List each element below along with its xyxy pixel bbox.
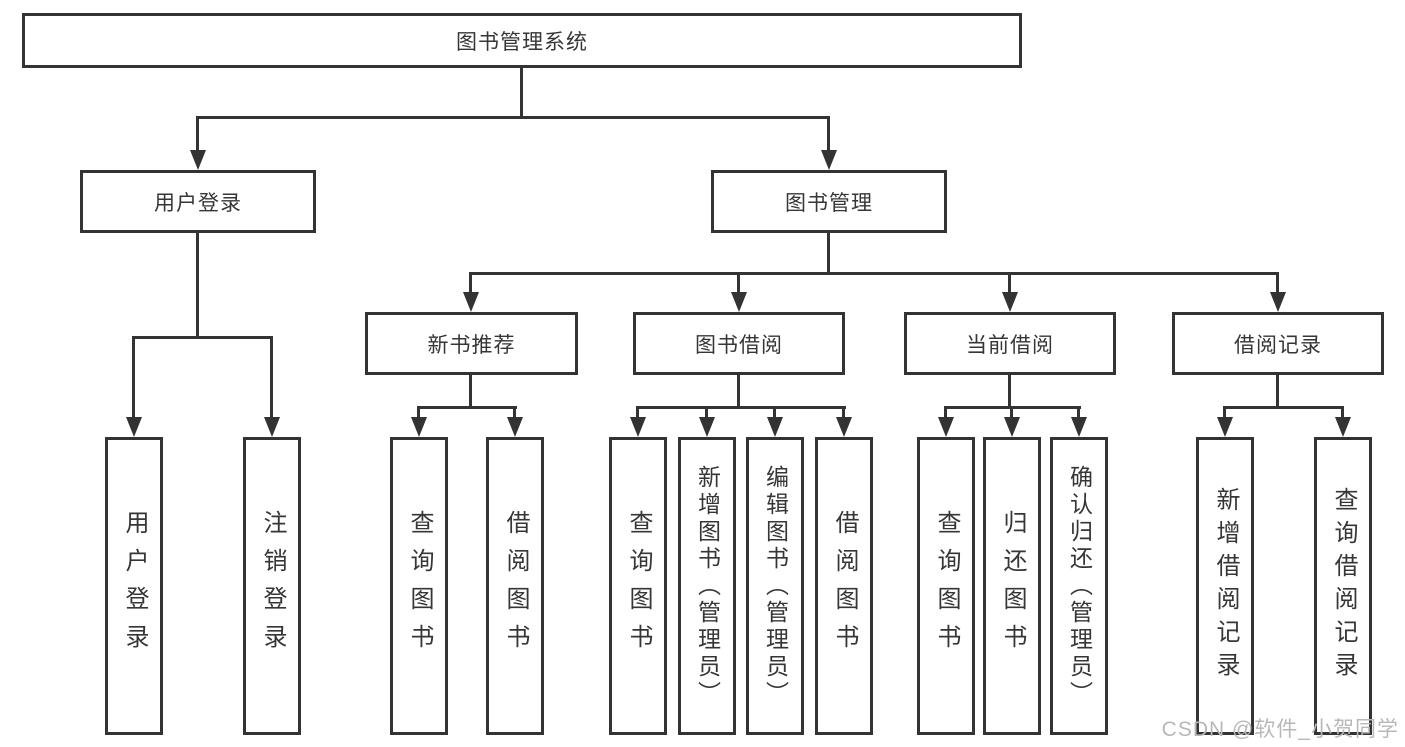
leaf-label: 新增借阅记录 xyxy=(1212,487,1239,685)
arrowhead-icon xyxy=(836,417,852,437)
node-label: 图书管理 xyxy=(785,191,873,215)
arrowhead-icon xyxy=(938,417,954,437)
connector xyxy=(270,336,273,419)
connector xyxy=(469,272,1279,275)
connector xyxy=(469,375,472,408)
arrowhead-icon xyxy=(731,292,747,312)
connector xyxy=(1341,406,1344,419)
arrowhead-icon xyxy=(1217,417,1233,437)
arrowhead-icon xyxy=(630,417,646,437)
connector xyxy=(1010,406,1013,419)
leaf-label: 借阅图书 xyxy=(502,510,529,662)
leaf-return-books: 归还图书 xyxy=(983,437,1041,735)
connector xyxy=(417,406,517,409)
connector xyxy=(773,406,776,419)
connector xyxy=(132,336,135,419)
node-user-login-module: 用户登录 xyxy=(80,170,316,233)
connector xyxy=(417,406,420,419)
connector xyxy=(636,406,639,419)
connector xyxy=(944,406,947,419)
arrowhead-icon xyxy=(507,417,523,437)
connector xyxy=(1223,406,1226,419)
connector xyxy=(827,233,830,274)
leaf-label: 查询借阅记录 xyxy=(1330,487,1357,685)
leaf-edit-books-admin: 编辑图书（管理员） xyxy=(746,437,804,735)
connector xyxy=(1008,272,1011,294)
node-label: 新书推荐 xyxy=(427,333,516,357)
leaf-borrow-books: 借阅图书 xyxy=(486,437,544,735)
arrowhead-icon xyxy=(1004,417,1020,437)
node-book-management: 图书管理 xyxy=(711,170,947,233)
leaf-user-login: 用户登录 xyxy=(105,437,163,735)
node-borrow-records: 借阅记录 xyxy=(1172,312,1384,375)
leaf-query-books: 查询图书 xyxy=(609,437,667,735)
arrowhead-icon xyxy=(411,417,427,437)
leaf-label: 查询图书 xyxy=(625,510,652,662)
leaf-query-borrow-record: 查询借阅记录 xyxy=(1314,437,1372,735)
connector xyxy=(513,406,516,419)
connector xyxy=(1223,406,1344,409)
leaf-label: 归还图书 xyxy=(999,510,1026,662)
node-root: 图书管理系统 xyxy=(22,13,1022,68)
connector xyxy=(196,233,199,338)
connector xyxy=(636,406,846,409)
node-label: 当前借阅 xyxy=(966,333,1054,357)
arrowhead-icon xyxy=(699,417,715,437)
leaf-label: 查询图书 xyxy=(933,510,960,662)
node-current-borrow: 当前借阅 xyxy=(904,312,1116,375)
leaf-label: 新增图书（管理员） xyxy=(694,464,721,708)
leaf-label: 查询图书 xyxy=(406,510,433,662)
arrowhead-icon xyxy=(190,150,206,170)
connector xyxy=(827,116,830,152)
connector xyxy=(737,375,740,408)
arrowhead-icon xyxy=(1270,292,1286,312)
leaf-label: 用户登录 xyxy=(121,510,148,662)
arrowhead-icon xyxy=(1071,417,1087,437)
connector xyxy=(469,272,472,294)
node-label: 用户登录 xyxy=(154,191,242,215)
arrowhead-icon xyxy=(126,417,142,437)
connector xyxy=(842,406,845,419)
leaf-query-books: 查询图书 xyxy=(390,437,448,735)
connector xyxy=(1276,375,1279,408)
connector xyxy=(196,116,199,152)
connector xyxy=(520,68,523,118)
arrowhead-icon xyxy=(1335,417,1351,437)
leaf-label: 借阅图书 xyxy=(831,510,858,662)
connector xyxy=(705,406,708,419)
arrowhead-icon xyxy=(821,150,837,170)
leaf-confirm-return-admin: 确认归还（管理员） xyxy=(1050,437,1108,735)
connector xyxy=(1008,375,1011,408)
watermark: CSDN @软件_小贺同学 xyxy=(1161,718,1399,741)
leaf-logout: 注销登录 xyxy=(243,437,301,735)
leaf-label: 注销登录 xyxy=(259,510,286,662)
node-new-book-recommend: 新书推荐 xyxy=(365,312,578,375)
leaf-add-books-admin: 新增图书（管理员） xyxy=(678,437,736,735)
leaf-query-books: 查询图书 xyxy=(917,437,975,735)
leaf-borrow-books: 借阅图书 xyxy=(815,437,873,735)
arrowhead-icon xyxy=(463,292,479,312)
connector xyxy=(737,272,740,294)
connector xyxy=(1276,272,1279,294)
node-book-borrow: 图书借阅 xyxy=(633,312,845,375)
connector xyxy=(132,336,273,339)
arrowhead-icon xyxy=(1002,292,1018,312)
connector xyxy=(196,116,830,119)
node-label: 借阅记录 xyxy=(1234,333,1322,357)
leaf-label: 确认归还（管理员） xyxy=(1066,464,1093,708)
arrowhead-icon xyxy=(264,417,280,437)
leaf-label: 编辑图书（管理员） xyxy=(762,464,789,708)
arrowhead-icon xyxy=(767,417,783,437)
connector xyxy=(1077,406,1080,419)
leaf-add-borrow-record: 新增借阅记录 xyxy=(1196,437,1254,735)
node-root-label: 图书管理系统 xyxy=(456,30,588,54)
node-label: 图书借阅 xyxy=(695,333,783,357)
